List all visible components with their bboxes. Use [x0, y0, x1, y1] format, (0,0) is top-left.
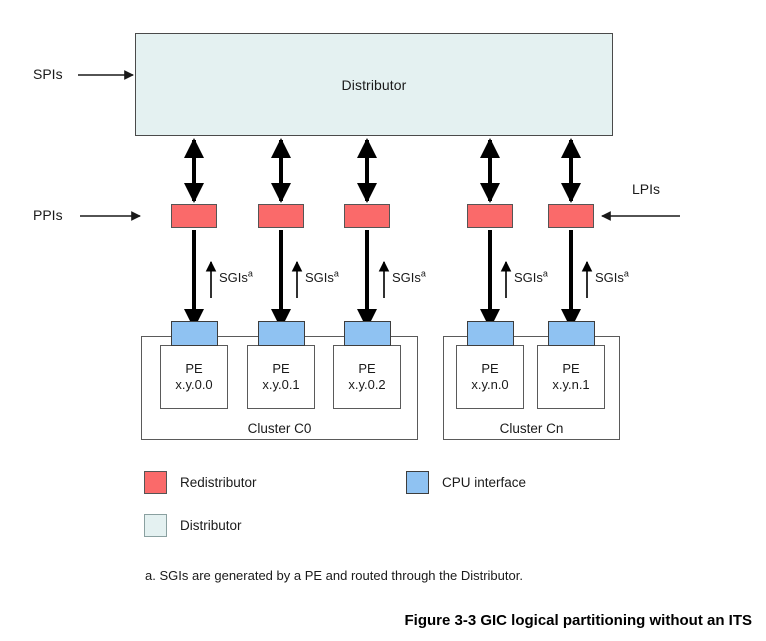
pe-name: PE	[358, 360, 376, 376]
sgi-label-2: SGIsa	[392, 268, 426, 285]
lpis-label: LPIs	[632, 181, 661, 197]
sgi-text-4: SGIs	[595, 270, 624, 285]
sgi-footnote-marker-0: a	[247, 268, 253, 279]
legend-swatch-cpu-interface	[406, 471, 429, 494]
cpu-interface-4	[548, 321, 595, 346]
pe-x-y-0-0: PE x.y.0.0	[160, 345, 228, 409]
spis-label: SPIs	[33, 66, 63, 82]
redistributor-1	[258, 204, 304, 228]
pe-name: PE	[481, 360, 499, 376]
cpu-interface-2	[344, 321, 391, 346]
sgi-text-3: SGIs	[514, 270, 543, 285]
sgi-text-1: SGIs	[305, 270, 334, 285]
redistributor-2	[344, 204, 390, 228]
pe-x-y-n-0: PE x.y.n.0	[456, 345, 524, 409]
cluster-c0-label: Cluster C0	[247, 421, 312, 436]
legend-swatch-cpu-interface-wrap	[406, 471, 429, 494]
legend-label-cpu-interface: CPU interface	[442, 475, 527, 490]
distributor-label: Distributor	[341, 76, 407, 93]
pe-x-y-0-2: PE x.y.0.2	[333, 345, 401, 409]
cluster-cn-label: Cluster Cn	[499, 421, 564, 436]
sgi-label-4: SGIsa	[595, 268, 629, 285]
cpu-interface-1	[258, 321, 305, 346]
redistributor-0	[171, 204, 217, 228]
pe-x-y-n-1: PE x.y.n.1	[537, 345, 605, 409]
redistributor-4	[548, 204, 594, 228]
ppis-label: PPIs	[33, 207, 63, 223]
sgi-footnote-marker-2: a	[420, 268, 426, 279]
sgi-label-0: SGIsa	[219, 268, 253, 285]
distributor-block: Distributor	[135, 33, 613, 136]
figure-caption: Figure 3-3 GIC logical partitioning with…	[404, 612, 752, 629]
sgi-label-3: SGIsa	[514, 268, 548, 285]
sgi-text-2: SGIs	[392, 270, 421, 285]
pe-name: PE	[185, 360, 203, 376]
sgi-footnote-marker-3: a	[542, 268, 548, 279]
figure-footnote: a. SGIs are generated by a PE and routed…	[145, 568, 523, 583]
cluster-cn: Cluster Cn	[443, 336, 620, 440]
pe-id: x.y.n.1	[552, 377, 590, 392]
pe-x-y-0-1: PE x.y.0.1	[247, 345, 315, 409]
legend-swatch-distributor	[144, 514, 167, 537]
pe-id: x.y.n.0	[471, 377, 509, 392]
legend-label-distributor: Distributor	[180, 518, 242, 533]
pe-name: PE	[272, 360, 290, 376]
cpu-interface-3	[467, 321, 514, 346]
redistributor-3	[467, 204, 513, 228]
legend-swatch-redistributor-wrap	[144, 471, 167, 494]
pe-id: x.y.0.2	[348, 377, 386, 392]
pe-name: PE	[562, 360, 580, 376]
distributor-redistributor-links	[184, 138, 581, 203]
legend-swatch-distributor-wrap	[144, 514, 167, 537]
sgi-footnote-marker-4: a	[623, 268, 629, 279]
sgi-label-1: SGIsa	[305, 268, 339, 285]
sgi-footnote-marker-1: a	[333, 268, 339, 279]
legend-swatch-redistributor	[144, 471, 167, 494]
sgi-text-0: SGIs	[219, 270, 248, 285]
legend-label-redistributor: Redistributor	[180, 475, 257, 490]
pe-id: x.y.0.0	[175, 377, 213, 392]
cpu-interface-0	[171, 321, 218, 346]
pe-id: x.y.0.1	[262, 377, 300, 392]
